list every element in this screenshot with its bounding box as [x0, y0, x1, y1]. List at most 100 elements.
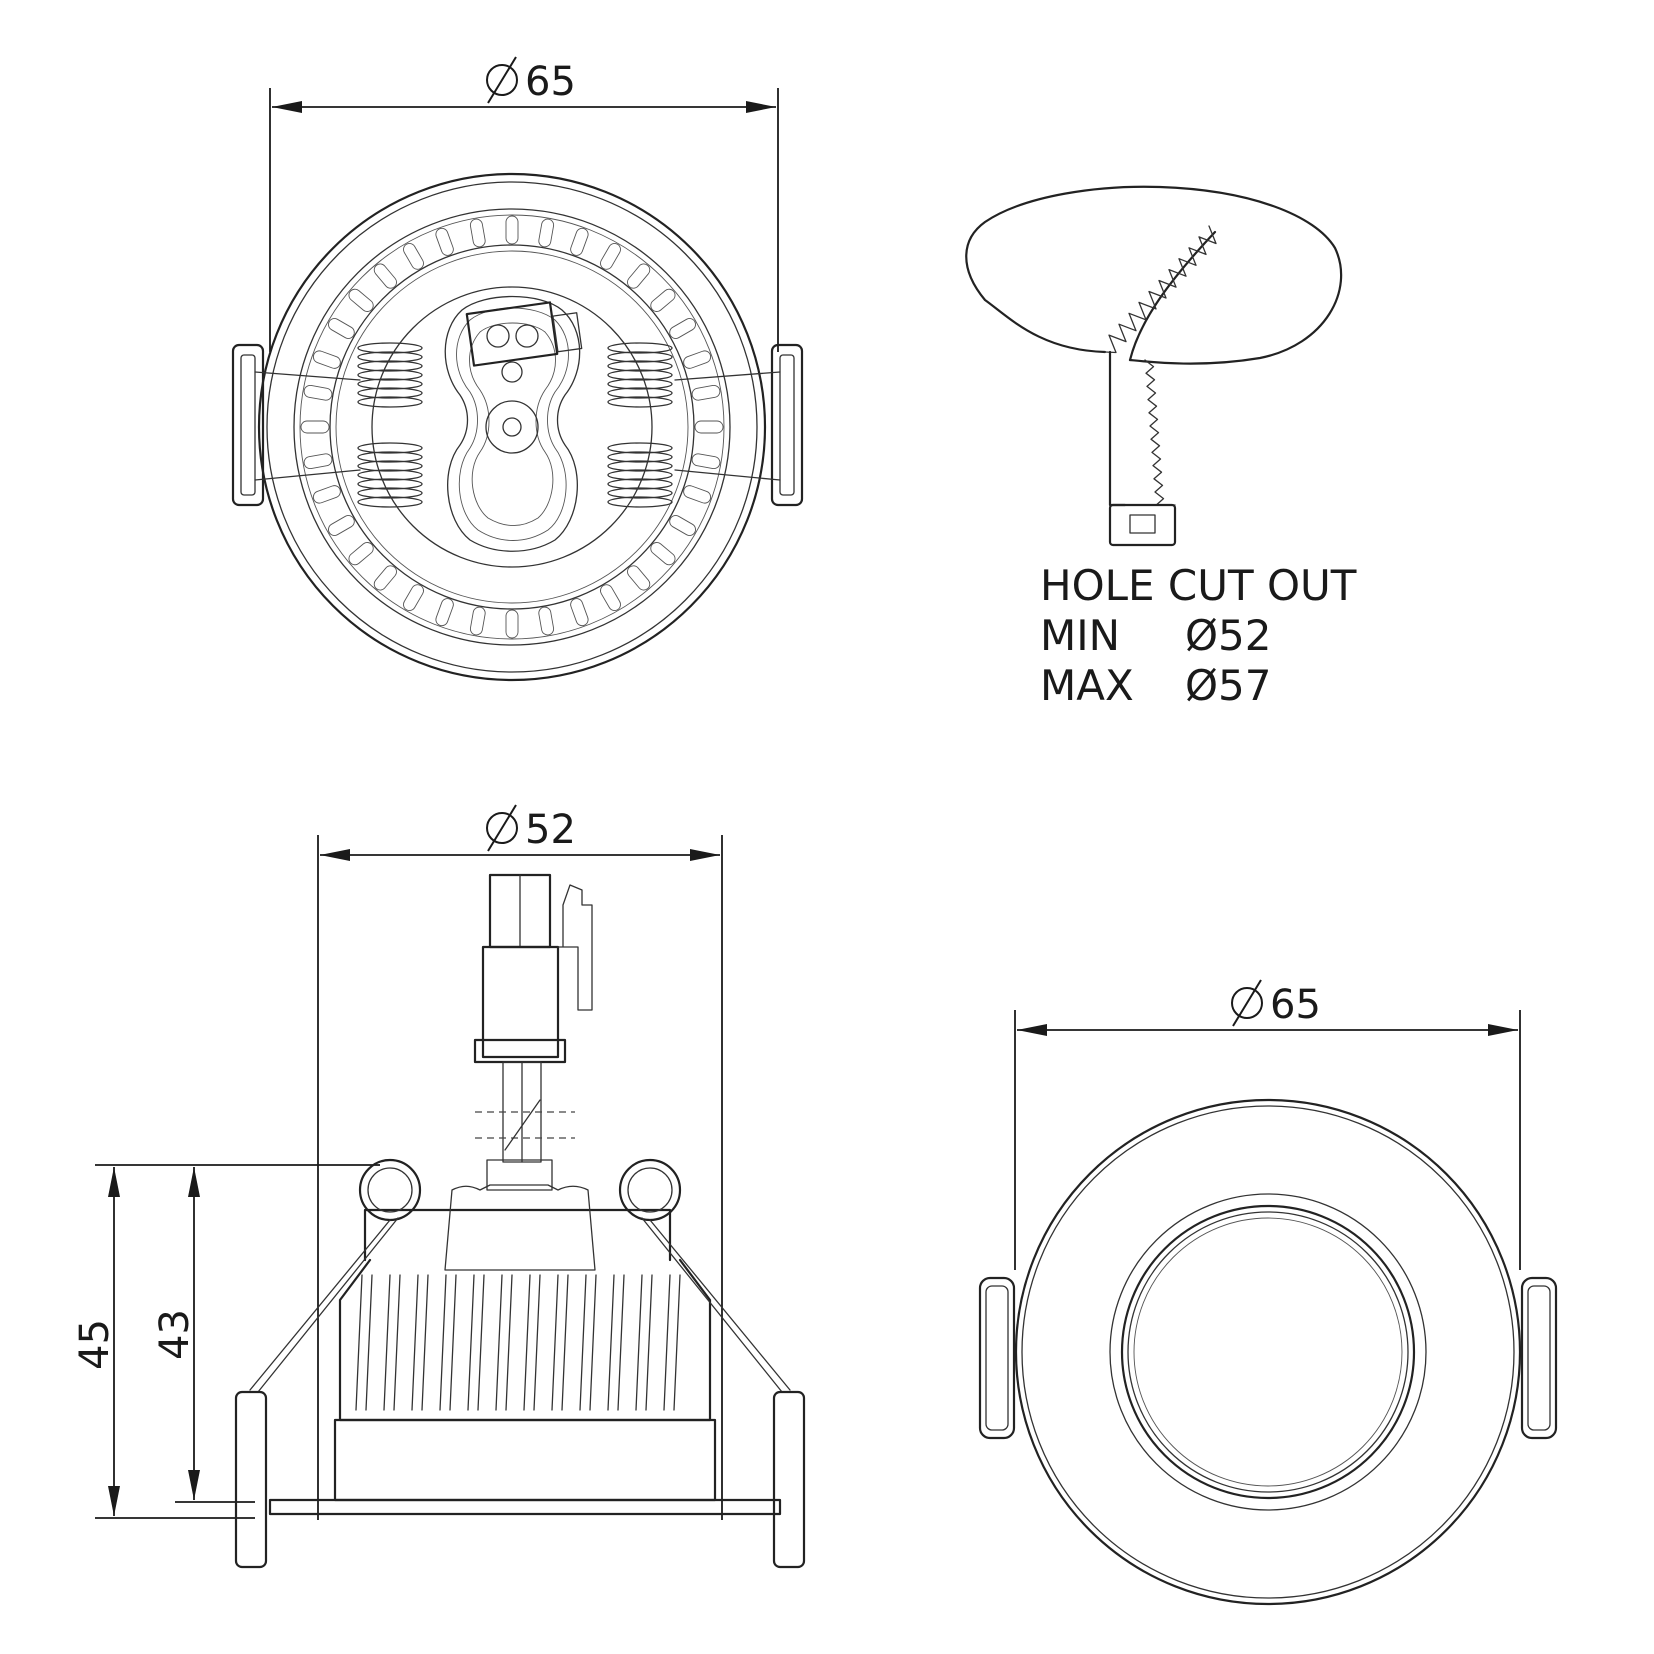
- cutout-min-value: Ø52: [1185, 611, 1272, 660]
- side-body: [268, 1159, 782, 1516]
- fin-slot: [303, 453, 333, 470]
- spring-coil: [357, 351, 423, 363]
- side-fin: [579, 1274, 597, 1411]
- fin-slot: [312, 350, 341, 369]
- spring-coil: [607, 496, 673, 508]
- fin-slot: [669, 318, 696, 339]
- dimension-label-front: 65: [1270, 982, 1321, 1028]
- spring-coil: [607, 378, 673, 390]
- fin-slot: [650, 542, 676, 566]
- clip-right: [674, 343, 804, 507]
- fin-slot: [505, 215, 519, 245]
- fin-slot: [691, 453, 721, 470]
- side-view-group: 52 45 43: [72, 804, 806, 1569]
- side-fin: [635, 1274, 653, 1411]
- fin-slot: [469, 218, 486, 248]
- spring-coil: [357, 487, 423, 499]
- dimension-height-43: 43: [152, 1167, 255, 1503]
- spring-coil: [607, 442, 673, 454]
- hole-cutout-illustration: HOLE CUT OUT MIN Ø52 MAX Ø57: [965, 185, 1357, 710]
- fin-slot: [627, 263, 651, 289]
- spring-coil: [607, 351, 673, 363]
- front-clip-right: [1520, 1276, 1558, 1440]
- spring-coil: [607, 369, 673, 381]
- fin-slot: [373, 263, 397, 289]
- spring-coil: [357, 369, 423, 381]
- spring-coil: [607, 396, 673, 408]
- fin-slot: [600, 584, 621, 611]
- driver-housing: [444, 295, 581, 552]
- cutout-max-value: Ø57: [1185, 661, 1272, 710]
- side-fin: [467, 1274, 485, 1411]
- terminal-connector: [465, 301, 583, 383]
- side-fin: [439, 1274, 457, 1411]
- fin-slot: [403, 584, 424, 611]
- cutout-title: HOLE CUT OUT: [1040, 561, 1357, 610]
- spring-coil: [607, 342, 673, 354]
- side-fin: [495, 1274, 513, 1411]
- fin-slot: [538, 606, 555, 636]
- spring-coil: [607, 387, 673, 399]
- fin-slot: [627, 565, 651, 591]
- spring-coil: [357, 496, 423, 508]
- heatsink-fins: [300, 215, 724, 639]
- fin-slot: [683, 485, 712, 504]
- side-fin: [523, 1274, 541, 1411]
- side-fin: [607, 1274, 625, 1411]
- front-view-group: 65: [978, 979, 1558, 1606]
- front-view-body: [1014, 1098, 1522, 1606]
- cut-edge: [1104, 225, 1217, 354]
- fin-slot: [570, 227, 589, 256]
- side-fin: [383, 1274, 401, 1411]
- spring-coil: [357, 451, 423, 463]
- spring-coil: [357, 478, 423, 490]
- top-view-body: [257, 172, 767, 682]
- spring-coil: [607, 478, 673, 490]
- spring-coil: [357, 360, 423, 372]
- fin-slot: [328, 318, 355, 339]
- spring-coil: [357, 460, 423, 472]
- fin-slot: [348, 542, 374, 566]
- hole-saw-tool-icon: [1108, 350, 1177, 547]
- fin-slot: [694, 420, 724, 434]
- fin-slot: [435, 598, 454, 627]
- fin-slot: [691, 384, 721, 401]
- dimension-label-43: 43: [152, 1309, 198, 1360]
- diameter-symbol-icon-2: [486, 804, 518, 852]
- dimension-label-45: 45: [72, 1319, 118, 1370]
- spring-coil: [357, 469, 423, 481]
- spring-coil: [607, 487, 673, 499]
- fin-slot: [669, 515, 696, 536]
- clip-left: [231, 343, 361, 507]
- side-fin: [355, 1274, 373, 1411]
- side-springs: [249, 1158, 791, 1393]
- fin-slot: [435, 227, 454, 256]
- dimension-front-diameter: 65: [1014, 979, 1521, 1270]
- fin-slot: [300, 420, 330, 434]
- dimension-label-top: 65: [525, 59, 576, 105]
- fin-slot: [312, 485, 341, 504]
- fin-slot: [328, 515, 355, 536]
- fin-slot: [348, 288, 374, 312]
- spring-coil: [357, 378, 423, 390]
- fin-slot: [373, 565, 397, 591]
- fin-slot: [505, 609, 519, 639]
- side-connector: [473, 873, 593, 1163]
- dimension-label-side: 52: [525, 807, 576, 853]
- dimension-height-45: 45: [72, 1164, 380, 1519]
- front-clip-left: [978, 1276, 1016, 1440]
- fin-slot: [303, 384, 333, 401]
- spring-coil: [357, 396, 423, 408]
- fin-slot: [683, 350, 712, 369]
- fin-slot: [469, 606, 486, 636]
- spring-coil: [357, 342, 423, 354]
- fin-slot: [403, 243, 424, 270]
- side-heatsink-fins: [355, 1274, 681, 1411]
- diameter-symbol-icon-3: [1231, 979, 1263, 1027]
- side-fin: [411, 1274, 429, 1411]
- diameter-symbol-icon: [486, 56, 518, 104]
- fin-slot: [570, 598, 589, 627]
- side-clip-legs: [234, 1390, 806, 1569]
